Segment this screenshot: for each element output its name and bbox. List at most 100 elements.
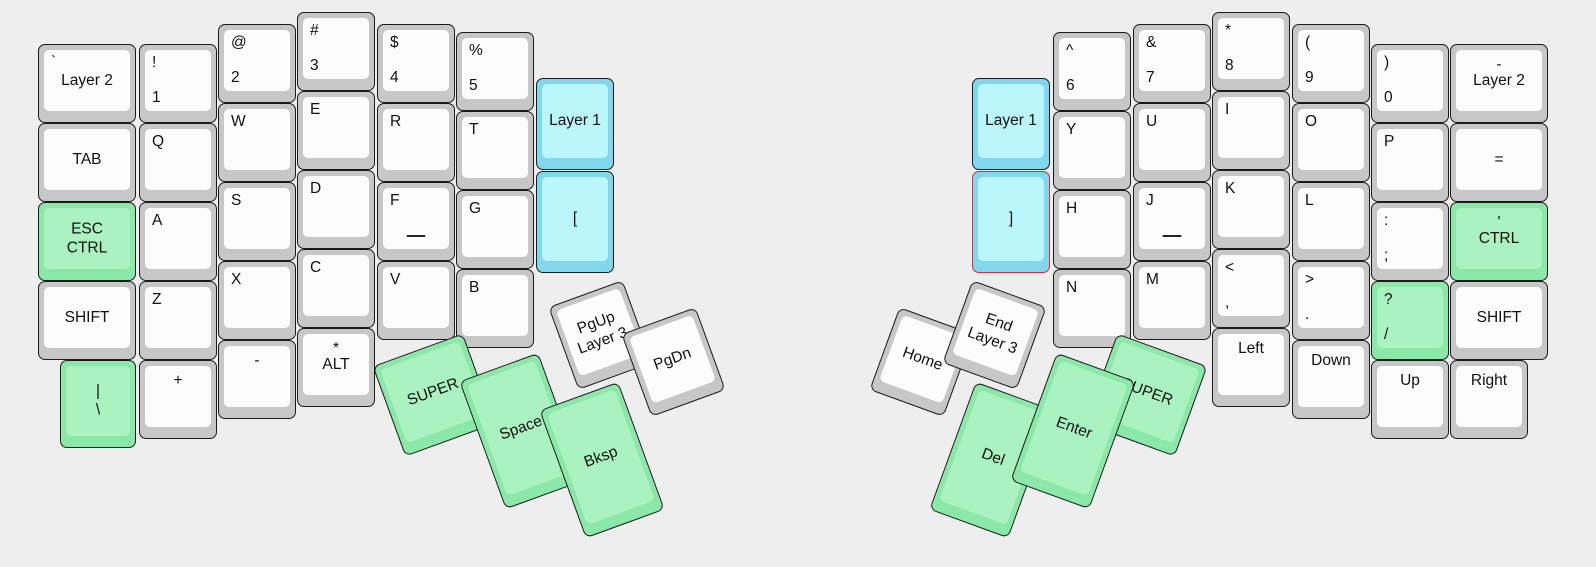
key-legend-bottom: 4 <box>390 68 399 86</box>
homing-bump-icon <box>1162 235 1182 237</box>
key-l-b[interactable]: B <box>456 269 534 348</box>
key-l-a[interactable]: A <box>139 202 217 281</box>
key-l-pipe-backslash[interactable]: | \ <box>60 360 136 448</box>
key-legend-bottom: 0 <box>1384 88 1393 106</box>
key-l-t[interactable]: T <box>456 111 534 190</box>
key-l-v[interactable]: V <box>377 261 455 340</box>
key-r-right[interactable]: Right <box>1450 360 1528 439</box>
key-r-down[interactable]: Down <box>1292 340 1370 419</box>
key-l-z[interactable]: Z <box>139 281 217 360</box>
key-legend-center: End Layer 3 <box>965 310 1020 358</box>
key-l-esc-ctrl[interactable]: ESC CTRL <box>38 202 136 281</box>
key-r-n[interactable]: N <box>1053 269 1131 348</box>
key-r-slash[interactable]: ?/ <box>1371 281 1449 360</box>
key-cap: <, <box>1218 255 1284 316</box>
key-legend-top: ( <box>1305 34 1311 51</box>
key-l-plus[interactable]: + <box>139 360 217 439</box>
key-r-enter[interactable]: Enter <box>1010 352 1136 510</box>
key-cap: J <box>1139 188 1205 249</box>
key-legend-bottom: 9 <box>1305 68 1314 86</box>
key-r-0[interactable]: )0 <box>1371 44 1449 123</box>
key-l-bksp[interactable]: Bksp <box>539 381 665 539</box>
key-r-j[interactable]: J <box>1133 182 1211 261</box>
key-l-grave-layer2[interactable]: `Layer 2 <box>38 44 136 123</box>
key-l-q[interactable]: Q <box>139 123 217 202</box>
key-l-3[interactable]: #3 <box>297 12 375 91</box>
key-r-left[interactable]: Left <box>1212 328 1290 407</box>
key-l-lbracket[interactable]: [ <box>536 171 614 273</box>
key-l-1[interactable]: !1 <box>139 44 217 123</box>
key-cap: Left <box>1218 334 1284 395</box>
key-l-tab[interactable]: TAB <box>38 123 136 202</box>
key-r-up[interactable]: Up <box>1371 360 1449 439</box>
key-legend-center: Layer 1 <box>985 111 1037 129</box>
key-cap: ?/ <box>1377 287 1443 348</box>
key-cap: Down <box>1298 346 1364 407</box>
key-l-g[interactable]: G <box>456 190 534 269</box>
key-r-l[interactable]: L <box>1292 182 1370 261</box>
key-r-p[interactable]: P <box>1371 123 1449 202</box>
key-l-star-alt[interactable]: *ALT <box>297 328 375 407</box>
key-r-8[interactable]: *8 <box>1212 12 1290 91</box>
key-r-semicolon[interactable]: :; <box>1371 202 1449 281</box>
key-legend-bottom: 7 <box>1146 68 1155 86</box>
key-legend-top: O <box>1305 113 1318 130</box>
key-l-d[interactable]: D <box>297 170 375 249</box>
key-r-equal[interactable]: = <box>1450 123 1548 202</box>
key-r-m[interactable]: M <box>1133 261 1211 340</box>
key-legend-top: ! <box>152 54 157 71</box>
key-legend-bottom: 6 <box>1066 76 1075 94</box>
key-cap: )0 <box>1377 50 1443 111</box>
key-l-s[interactable]: S <box>218 182 296 261</box>
key-cap: T <box>462 117 528 178</box>
key-r-h[interactable]: H <box>1053 190 1131 269</box>
key-legend-top: > <box>1305 271 1315 288</box>
key-legend-bottom: 5 <box>469 76 478 94</box>
key-legend-top: K <box>1225 180 1236 197</box>
key-cap: = <box>1456 129 1542 190</box>
key-r-6[interactable]: ^6 <box>1053 32 1131 111</box>
key-l-x[interactable]: X <box>218 261 296 340</box>
key-cap: E <box>303 97 369 158</box>
key-legend-top: C <box>310 259 322 276</box>
key-r-comma[interactable]: <, <box>1212 249 1290 328</box>
key-cap: W <box>224 109 290 170</box>
key-cap: N <box>1059 275 1125 336</box>
key-r-y[interactable]: Y <box>1053 111 1131 190</box>
key-legend-center: ESC CTRL <box>66 220 108 257</box>
key-l-minus[interactable]: - <box>218 340 296 419</box>
key-r-rbracket[interactable]: ] <box>972 171 1050 273</box>
key-r-period[interactable]: >. <box>1292 261 1370 340</box>
key-r-layer1[interactable]: Layer 1 <box>972 78 1050 170</box>
key-legend-top: X <box>231 271 242 288</box>
key-cap: SHIFT <box>44 287 130 348</box>
key-r-i[interactable]: I <box>1212 91 1290 170</box>
key-cap: + <box>145 366 211 427</box>
key-legend-center-top: Down <box>1311 352 1351 369</box>
key-l-e[interactable]: E <box>297 91 375 170</box>
key-r-minus-layer2[interactable]: -Layer 2 <box>1450 44 1548 123</box>
key-legend-top: I <box>1225 101 1230 118</box>
key-l-4[interactable]: $4 <box>377 24 455 103</box>
key-l-r[interactable]: R <box>377 103 455 182</box>
key-l-f[interactable]: F <box>377 182 455 261</box>
key-r-k[interactable]: K <box>1212 170 1290 249</box>
key-l-2[interactable]: @2 <box>218 24 296 103</box>
key-legend-top: N <box>1066 279 1078 296</box>
key-cap: ^6 <box>1059 38 1125 99</box>
key-r-9[interactable]: (9 <box>1292 24 1370 103</box>
key-cap: 'CTRL <box>1456 208 1542 269</box>
key-legend-center-top: + <box>173 372 183 389</box>
key-r-u[interactable]: U <box>1133 103 1211 182</box>
key-r-quote-ctrl[interactable]: 'CTRL <box>1450 202 1548 281</box>
key-l-w[interactable]: W <box>218 103 296 182</box>
key-legend-center: Layer 2 <box>1473 71 1525 89</box>
key-l-layer1[interactable]: Layer 1 <box>536 78 614 170</box>
key-r-7[interactable]: &7 <box>1133 24 1211 103</box>
key-r-o[interactable]: O <box>1292 103 1370 182</box>
key-r-shift[interactable]: SHIFT <box>1450 281 1548 360</box>
key-l-c[interactable]: C <box>297 249 375 328</box>
key-l-5[interactable]: %5 <box>456 32 534 111</box>
key-l-shift[interactable]: SHIFT <box>38 281 136 360</box>
key-cap: &7 <box>1139 30 1205 91</box>
